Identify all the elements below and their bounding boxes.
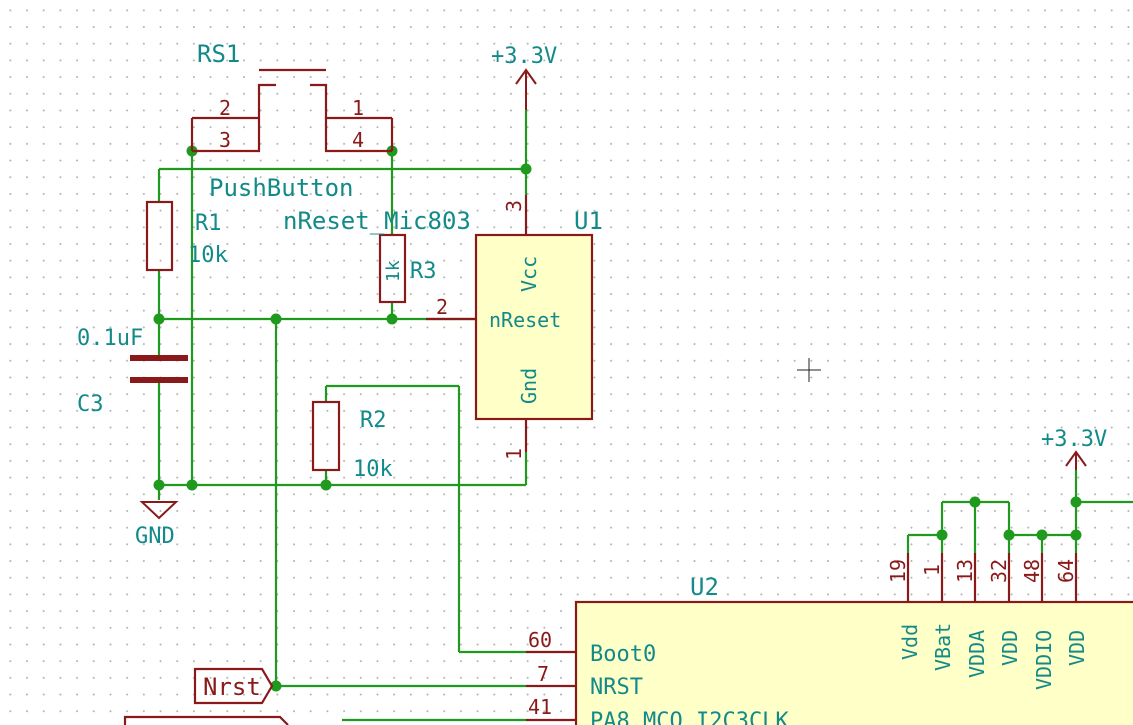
u2-pin-num-41: 41 xyxy=(528,695,552,719)
wires xyxy=(157,110,1133,722)
r3-value: 1k xyxy=(383,260,404,282)
rs1-ref: RS1 xyxy=(197,40,240,68)
u2-pin-num-19: 19 xyxy=(886,559,910,583)
vcc2-label: +3.3V xyxy=(1041,427,1107,452)
resistor-r3[interactable]: 1k R3 xyxy=(378,233,437,304)
ic-u2[interactable]: U2 19 1 13 32 48 64 Vdd VBat VDDA VDD VD… xyxy=(526,553,1133,725)
resistor-r2[interactable]: R2 10k xyxy=(311,400,393,482)
crosshair-cursor-icon xyxy=(797,358,821,382)
u2-pin-name-vdd-64: VDD xyxy=(1065,630,1089,666)
rs1-pin-3: 3 xyxy=(219,128,231,152)
u1-ref: U1 xyxy=(574,207,603,235)
r3-ref: R3 xyxy=(410,259,437,284)
net-label-partial xyxy=(123,715,289,725)
rs1-pin-4: 4 xyxy=(352,128,364,152)
r2-value: 10k xyxy=(353,457,393,482)
resistor-r1[interactable]: R1 10k xyxy=(145,200,228,272)
u2-pin-name-vdd-19: Vdd xyxy=(898,624,922,660)
power-vcc-2[interactable]: +3.3V xyxy=(1041,427,1107,470)
u2-left-pins: 60 7 41 Boot0 NRST PA8_MCO_I2C3CLK xyxy=(526,628,789,725)
u1-pin-num-3: 3 xyxy=(502,200,526,212)
u1-pin-vcc: Vcc xyxy=(517,256,541,292)
u2-pin-name-pa8: PA8_MCO_I2C3CLK xyxy=(590,709,789,725)
u2-pin-num-60: 60 xyxy=(528,628,552,652)
r1-value: 10k xyxy=(188,243,228,268)
u2-pin-num-32: 32 xyxy=(987,559,1011,583)
capacitor-c3[interactable]: 0.1uF C3 xyxy=(77,326,188,417)
c3-value: 0.1uF xyxy=(77,326,143,351)
u2-top-pins: 19 1 13 32 48 64 Vdd VBat VDDA VDD VDDIO… xyxy=(886,553,1089,690)
ic-u1[interactable]: U1 nReset_Mic803 Vcc nReset Gnd 3 2 1 xyxy=(283,195,603,460)
u2-pin-name-boot0: Boot0 xyxy=(590,642,656,667)
rs1-value: PushButton xyxy=(209,174,354,202)
rs1-pin-2: 2 xyxy=(219,96,231,120)
u2-pin-name-vdd-32: VDD xyxy=(998,630,1022,666)
gnd-label: GND xyxy=(135,524,175,549)
pushbutton-rs1[interactable]: RS1 PushButton 2 1 3 4 xyxy=(190,40,394,202)
u1-value: nReset_Mic803 xyxy=(283,207,471,235)
u1-pin-nreset: nReset xyxy=(489,308,561,332)
vcc1-label: +3.3V xyxy=(491,44,557,69)
net-label-nrst[interactable]: Nrst xyxy=(193,667,274,705)
u1-pin-gnd: Gnd xyxy=(517,368,541,404)
u2-pin-name-nrst: NRST xyxy=(590,675,643,700)
u2-pin-num-7: 7 xyxy=(537,662,549,686)
u2-ref: U2 xyxy=(690,573,719,601)
u2-pin-num-64: 64 xyxy=(1054,559,1078,583)
u2-pin-num-1: 1 xyxy=(920,564,944,576)
u1-pin-num-1: 1 xyxy=(502,448,526,460)
c3-ref: C3 xyxy=(77,392,104,417)
r2-ref: R2 xyxy=(360,408,387,433)
nrst-label-text: Nrst xyxy=(203,673,261,701)
power-gnd[interactable]: GND xyxy=(135,501,179,549)
u2-pin-name-vdda: VDDA xyxy=(965,630,989,678)
r1-ref: R1 xyxy=(195,211,222,236)
u2-pin-num-13: 13 xyxy=(953,559,977,583)
power-vcc-1[interactable]: +3.3V xyxy=(491,44,557,110)
junctions xyxy=(153,145,1082,692)
u2-pin-name-vddio: VDDIO xyxy=(1032,630,1056,690)
u1-pin-num-2: 2 xyxy=(436,295,448,319)
u2-pin-num-48: 48 xyxy=(1020,559,1044,583)
u2-pin-name-vbat: VBat xyxy=(931,623,955,671)
rs1-pin-1: 1 xyxy=(352,96,364,120)
